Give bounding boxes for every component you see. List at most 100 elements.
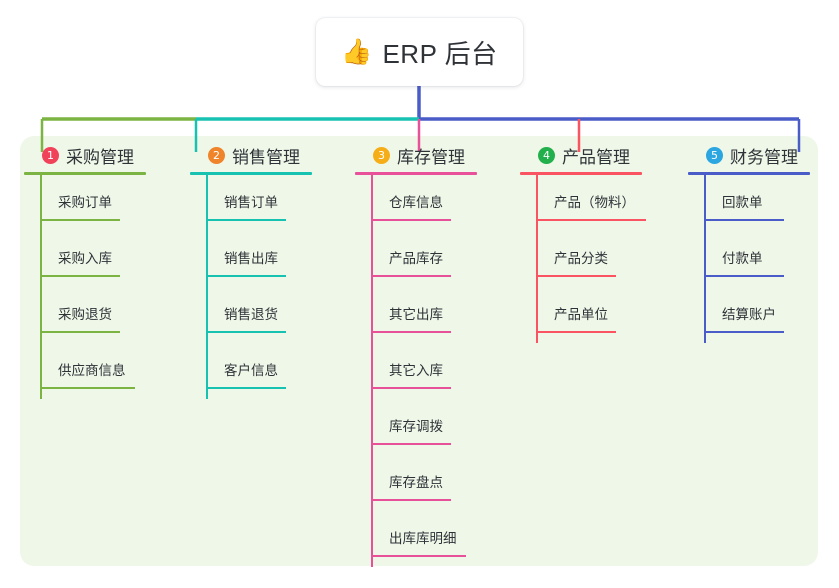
- branch-item-label: 销售退货: [224, 307, 278, 322]
- branch-item-label: 产品（物料）: [554, 195, 635, 210]
- branch-item-rule: [40, 219, 120, 221]
- branch-title: 产品管理: [562, 147, 630, 167]
- branch-spine: [704, 175, 706, 343]
- branch-item[interactable]: 采购订单: [24, 175, 146, 231]
- branch-item-rule: [371, 331, 451, 333]
- branch-item[interactable]: 销售退货: [190, 287, 312, 343]
- branch-item[interactable]: 采购入库: [24, 231, 146, 287]
- branch-title: 库存管理: [397, 147, 465, 167]
- branch-header-rule: [24, 172, 146, 175]
- branch-column-5: 5 财务管理回款单付款单结算账户: [688, 142, 810, 343]
- branch-item[interactable]: 采购退货: [24, 287, 146, 343]
- branch-item-rule: [536, 275, 616, 277]
- branch-item-label: 采购入库: [58, 251, 112, 266]
- branch-spine: [536, 175, 538, 343]
- branch-item-label: 销售订单: [224, 195, 278, 210]
- branch-item-label: 出库库明细: [389, 531, 457, 546]
- branch-item-label: 结算账户: [722, 307, 776, 322]
- branch-item[interactable]: 回款单: [688, 175, 810, 231]
- branch-item[interactable]: 供应商信息: [24, 343, 146, 399]
- branch-item-label: 供应商信息: [58, 363, 126, 378]
- branch-spine: [371, 175, 373, 567]
- branch-header-rule: [355, 172, 477, 175]
- branch-items: 销售订单销售出库销售退货客户信息: [190, 175, 312, 399]
- branch-title: 财务管理: [730, 147, 798, 167]
- branch-item-label: 仓库信息: [389, 195, 443, 210]
- branch-number-badge: 3: [373, 146, 390, 164]
- branch-item[interactable]: 仓库信息: [355, 175, 477, 231]
- branch-item-rule: [704, 331, 784, 333]
- branch-column-4: 4 产品管理产品（物料） 产品分类产品单位: [520, 142, 646, 343]
- diagram-background-panel: [20, 136, 818, 566]
- branch-number-badge: 2: [208, 146, 225, 164]
- branch-item[interactable]: 其它出库: [355, 287, 477, 343]
- branch-item-label: 库存盘点: [389, 475, 443, 490]
- branch-item-label: 采购订单: [58, 195, 112, 210]
- branch-item[interactable]: 产品单位: [520, 287, 642, 343]
- branch-item-rule: [371, 219, 451, 221]
- branch-items: 回款单付款单结算账户: [688, 175, 810, 343]
- branch-item[interactable]: 产品分类: [520, 231, 642, 287]
- branch-item-label: 其它出库: [389, 307, 443, 322]
- branch-item-label: 产品库存: [389, 251, 443, 266]
- branch-item-label: 回款单: [722, 195, 763, 210]
- branch-item[interactable]: 付款单: [688, 231, 810, 287]
- branch-item-rule: [40, 387, 135, 389]
- branch-item-label: 销售出库: [224, 251, 278, 266]
- branch-item-rule: [40, 331, 120, 333]
- branch-header-rule: [190, 172, 312, 175]
- branch-spine: [206, 175, 208, 399]
- branch-item-label: 采购退货: [58, 307, 112, 322]
- thumbs-up-icon: 👍: [341, 37, 373, 66]
- branch-item-label: 其它入库: [389, 363, 443, 378]
- branch-item-rule: [206, 331, 286, 333]
- branch-item[interactable]: 产品库存: [355, 231, 477, 287]
- branch-item[interactable]: 出库库明细: [355, 511, 477, 567]
- branch-item[interactable]: 其它入库: [355, 343, 477, 399]
- branch-items: 仓库信息产品库存其它出库其它入库库存调拨库存盘点出库库明细: [355, 175, 477, 567]
- branch-item-rule: [371, 275, 451, 277]
- branch-item-rule: [371, 443, 451, 445]
- branch-item-label: 库存调拨: [389, 419, 443, 434]
- branch-spine: [40, 175, 42, 399]
- branch-header-2[interactable]: 2 销售管理: [190, 142, 312, 168]
- branch-column-3: 3 库存管理仓库信息产品库存其它出库其它入库库存调拨库存盘点出库库明细: [355, 142, 477, 567]
- branch-item[interactable]: 客户信息: [190, 343, 312, 399]
- branch-item-rule: [536, 219, 646, 221]
- branch-title: 销售管理: [232, 147, 300, 167]
- branch-item[interactable]: 库存盘点: [355, 455, 477, 511]
- branch-item-rule: [704, 275, 784, 277]
- branch-item-label: 客户信息: [224, 363, 278, 378]
- branch-item-rule: [371, 387, 451, 389]
- branch-item-label: 付款单: [722, 251, 763, 266]
- branch-header-5[interactable]: 5 财务管理: [688, 142, 810, 168]
- branch-item[interactable]: 产品（物料）: [520, 175, 646, 231]
- branch-column-1: 1 采购管理采购订单采购入库采购退货供应商信息: [24, 142, 146, 399]
- branch-column-2: 2 销售管理销售订单销售出库销售退货客户信息: [190, 142, 312, 399]
- branch-item-rule: [371, 499, 451, 501]
- branch-header-rule: [520, 172, 642, 175]
- branch-number-badge: 4: [538, 146, 555, 164]
- root-title: ERP 后台: [382, 38, 498, 69]
- branch-number-badge: 1: [42, 146, 59, 164]
- branch-item-rule: [206, 387, 286, 389]
- branch-item[interactable]: 库存调拨: [355, 399, 477, 455]
- branch-number-badge: 5: [706, 146, 723, 164]
- branch-title: 采购管理: [66, 147, 134, 167]
- branch-header-3[interactable]: 3 库存管理: [355, 142, 477, 168]
- branch-item-rule: [536, 331, 616, 333]
- branch-item-rule: [206, 275, 286, 277]
- branch-item[interactable]: 结算账户: [688, 287, 810, 343]
- branch-header-4[interactable]: 4 产品管理: [520, 142, 642, 168]
- branch-item[interactable]: 销售订单: [190, 175, 312, 231]
- branch-item-rule: [371, 555, 466, 557]
- branch-items: 产品（物料） 产品分类产品单位: [520, 175, 646, 343]
- branch-item-rule: [40, 275, 120, 277]
- root-node[interactable]: 👍 ERP 后台: [316, 18, 523, 86]
- branch-header-rule: [688, 172, 810, 175]
- branch-item[interactable]: 销售出库: [190, 231, 312, 287]
- branch-item-rule: [206, 219, 286, 221]
- branch-header-1[interactable]: 1 采购管理: [24, 142, 146, 168]
- branch-item-label: 产品分类: [554, 251, 608, 266]
